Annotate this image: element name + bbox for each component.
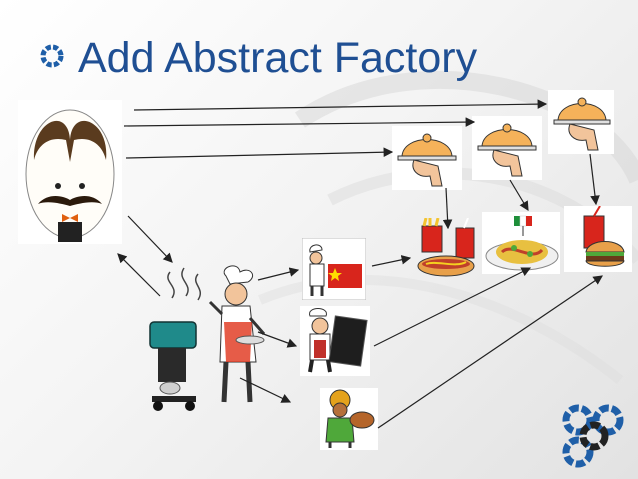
chinese-chef-with-flag: [302, 238, 366, 300]
hotdog-fries-soda-meal: [417, 218, 475, 277]
chef-with-menu-board: [300, 306, 370, 376]
ring-bullet-icon: [40, 44, 64, 68]
burger-and-soda-meal: [564, 206, 632, 272]
italian-pasta-plate: [482, 212, 560, 274]
indian-chef-with-turkey: [320, 388, 378, 450]
barbecue-chef-illustration: [149, 265, 266, 411]
covered-dish-with-hand: [392, 126, 462, 190]
slide-title: Add Abstract Factory: [78, 34, 478, 82]
covered-dish-with-hand: [472, 116, 542, 180]
blue-chain-logo: [562, 404, 624, 468]
mustache-man-portrait: [18, 100, 122, 244]
covered-dish-with-hand: [548, 90, 614, 154]
